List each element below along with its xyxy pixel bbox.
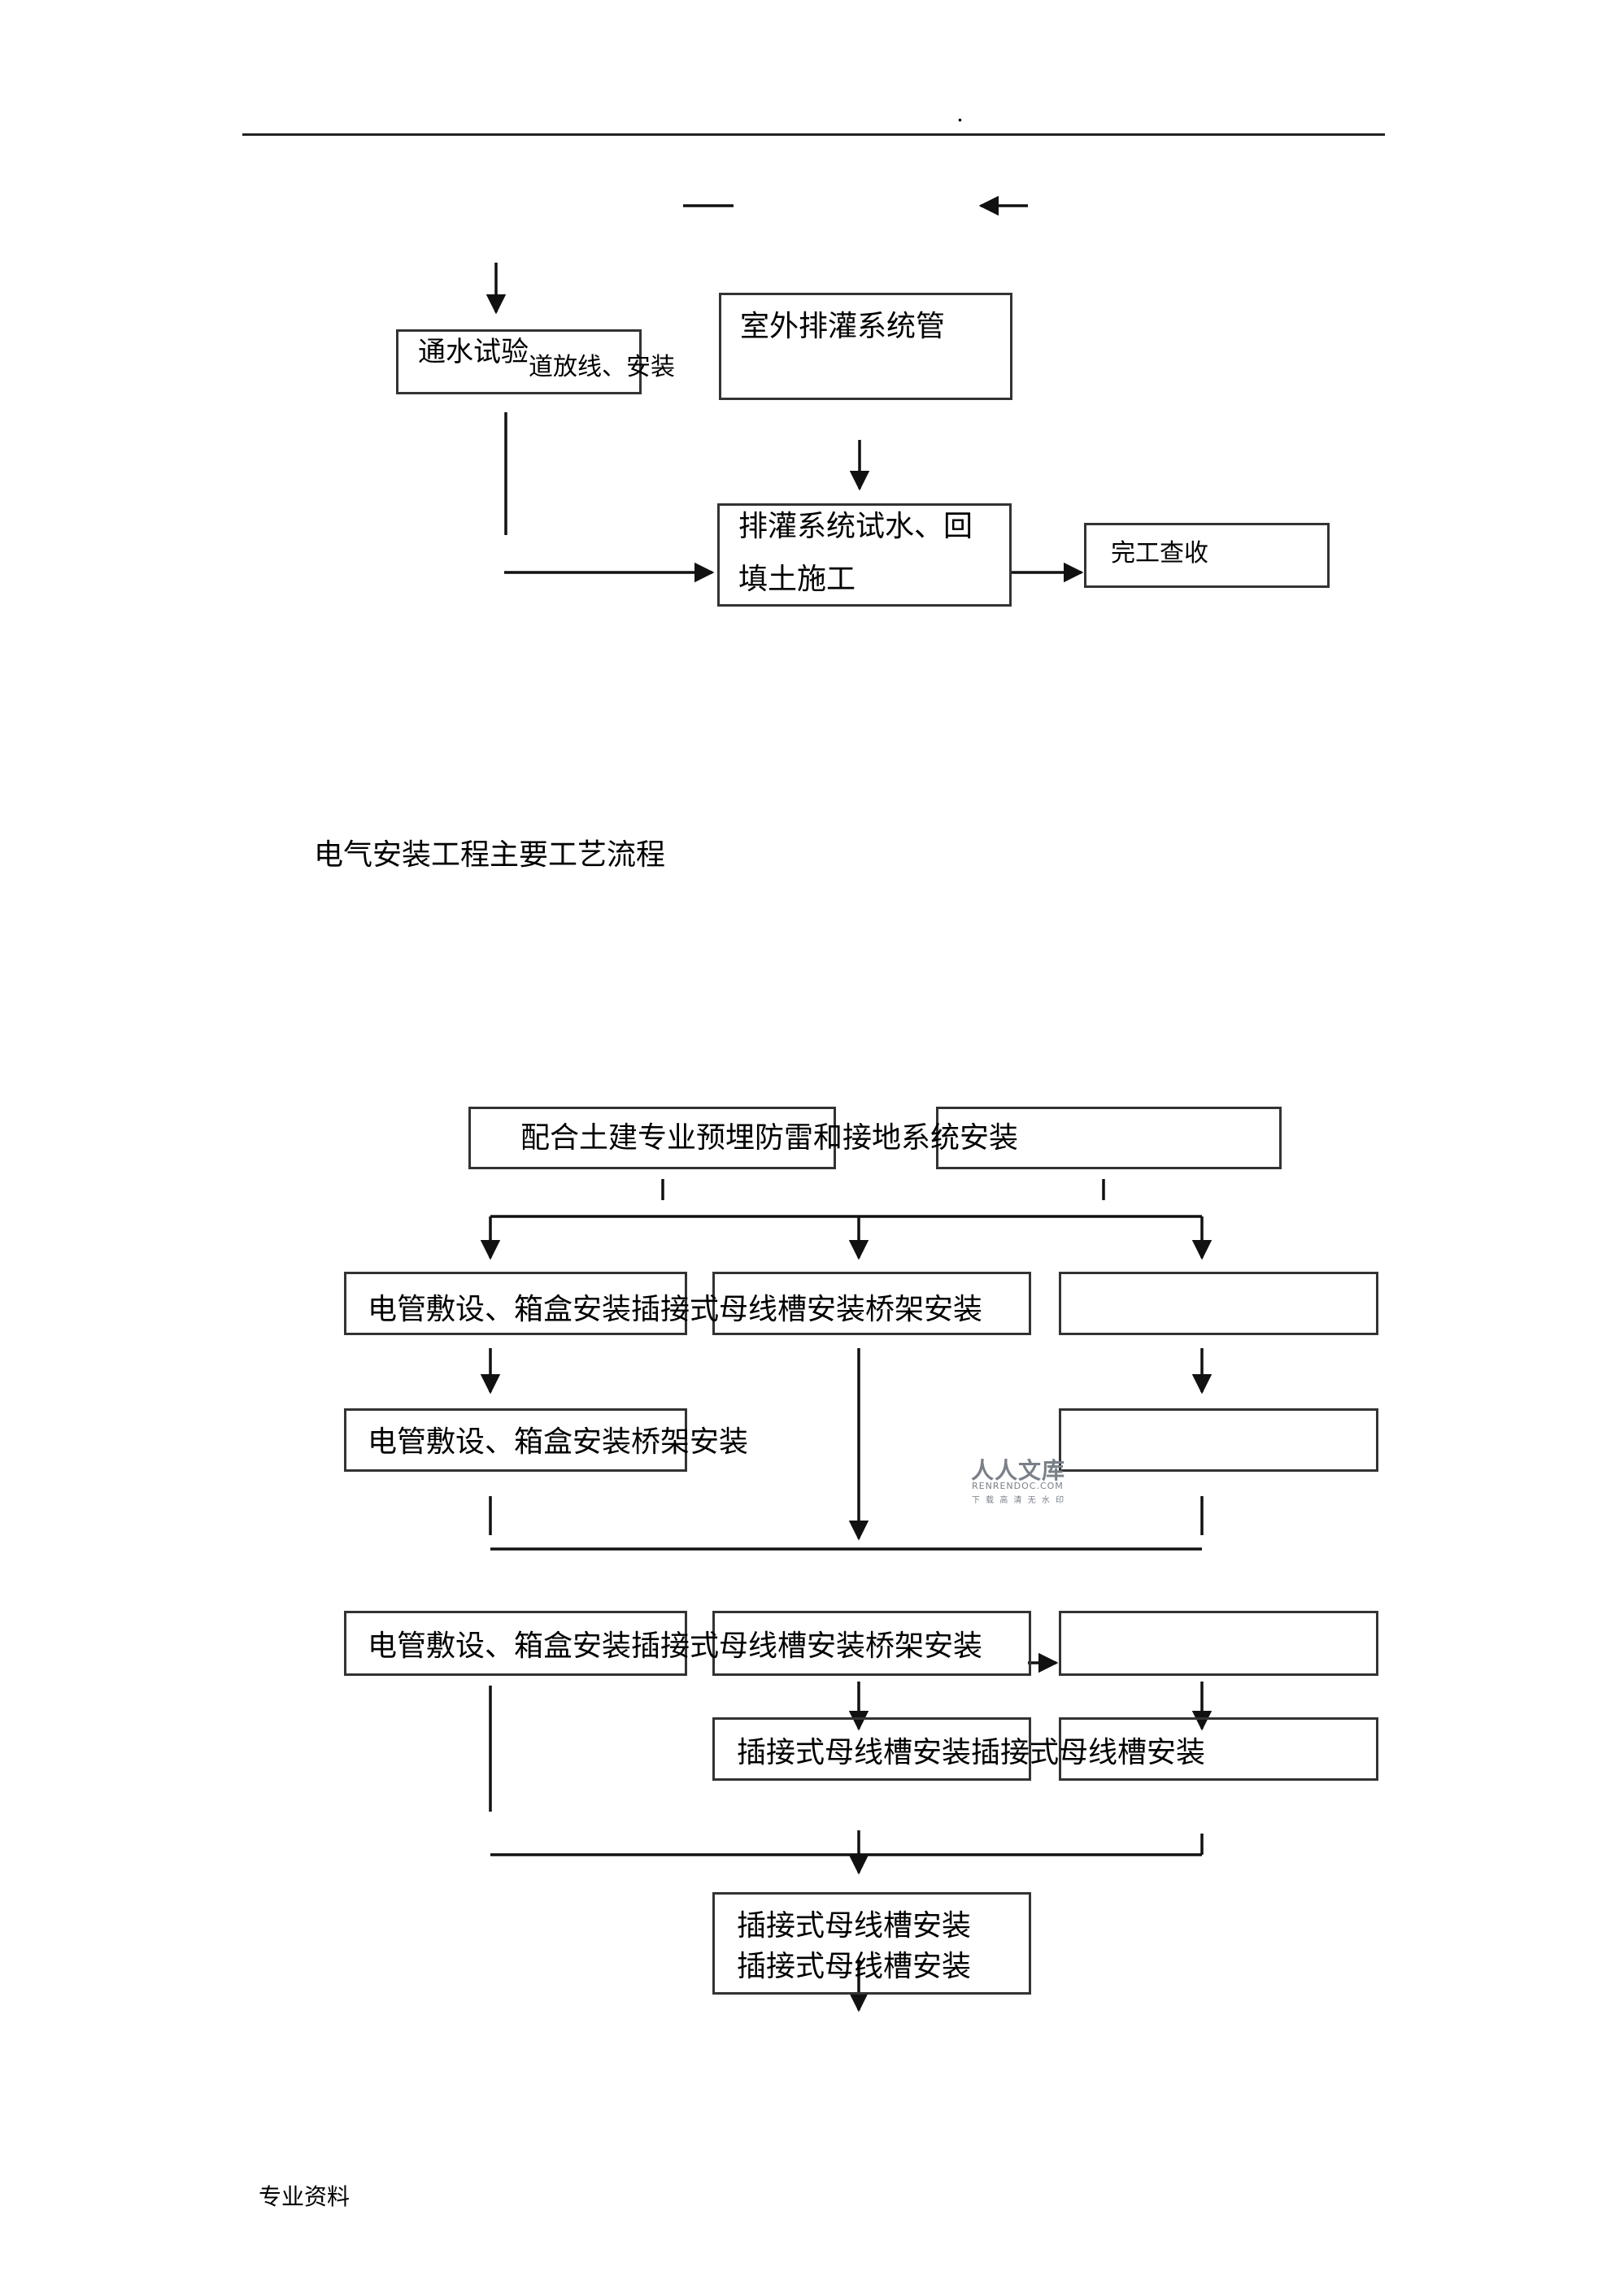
row3-box-right xyxy=(1059,1611,1378,1676)
header-rule xyxy=(242,133,1385,136)
row2-label: 电管敷设、箱盒安装桥架安装 xyxy=(368,1425,749,1459)
acceptance-label: 完工查收 xyxy=(1111,539,1208,568)
water-test-box xyxy=(396,329,642,394)
outdoor-drainage-box xyxy=(719,293,1012,400)
footer-label: 专业资料 xyxy=(259,2183,350,2210)
row2-box-left xyxy=(344,1408,687,1472)
bottom-label-1: 插接式母线槽安装 xyxy=(737,1909,972,1943)
top-box-right xyxy=(936,1107,1282,1169)
top-box-label: 配合土建专业预埋防雷和接地系统安装 xyxy=(520,1121,1019,1155)
bottom-box xyxy=(712,1892,1031,1995)
system-test-label-1: 排灌系统试水、回 xyxy=(738,510,973,543)
acceptance-box xyxy=(1084,523,1330,588)
row4-box-middle xyxy=(712,1717,1031,1781)
system-test-label-2: 填土施工 xyxy=(738,563,856,596)
watermark-title: 人人文库 xyxy=(971,1457,1066,1484)
row1-box-left xyxy=(344,1272,687,1335)
row1-box-middle xyxy=(712,1272,1031,1335)
row1-label: 电管敷设、箱盒安装插接式母线槽安装桥架安装 xyxy=(368,1293,983,1326)
row3-box-middle xyxy=(712,1611,1031,1676)
row3-label: 电管敷设、箱盒安装插接式母线槽安装桥架安装 xyxy=(368,1629,983,1663)
row4-label: 插接式母线槽安装插接式母线槽安装 xyxy=(737,1736,1206,1769)
watermark-url: RENRENDOC.COM xyxy=(972,1481,1064,1491)
row3-box-left xyxy=(344,1611,687,1676)
header-dot: . xyxy=(956,100,964,127)
section-title: 电气安装工程主要工艺流程 xyxy=(314,838,666,872)
bottom-label-2: 插接式母线槽安装 xyxy=(737,1950,972,1983)
row1-box-right xyxy=(1059,1272,1378,1335)
water-test-label: 通水试验 xyxy=(418,336,529,368)
system-test-box xyxy=(717,503,1012,607)
top-box-left xyxy=(468,1107,836,1169)
row2-box-right xyxy=(1059,1408,1378,1472)
outdoor-drainage-label: 室外排灌系统管 xyxy=(740,310,946,343)
watermark-subtitle: 下 载 高 清 无 水 印 xyxy=(972,1496,1066,1505)
water-test-extra-label: 道放线、安装 xyxy=(529,353,675,381)
row4-box-right xyxy=(1059,1717,1378,1781)
